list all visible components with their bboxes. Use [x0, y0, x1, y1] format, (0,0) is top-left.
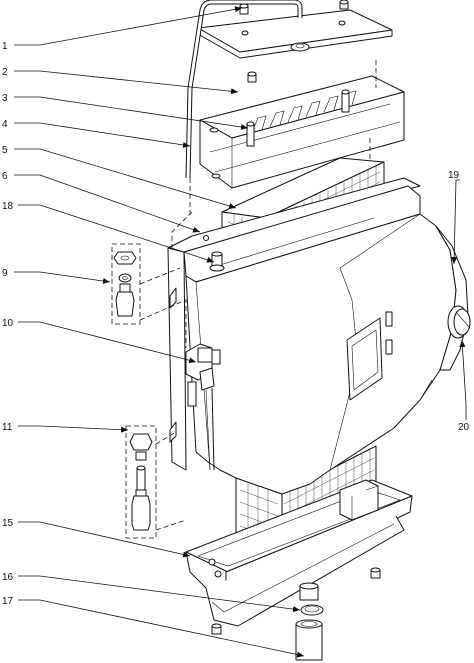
fitting-kit-9 — [111, 243, 141, 325]
callout-18: 18 — [2, 201, 14, 212]
callout-6: 6 — [2, 171, 8, 182]
leader-lines — [14, 6, 467, 658]
pan-screw-left — [211, 623, 222, 635]
callout-5: 5 — [2, 145, 8, 156]
callout-11: 11 — [2, 422, 13, 433]
damper-knob[interactable] — [447, 305, 471, 339]
callout-15: 15 — [2, 518, 14, 529]
callout-4: 4 — [2, 119, 8, 130]
distribution-tray — [199, 75, 405, 189]
fitting-kit-11-leader — [155, 431, 187, 531]
assembly-line-left — [171, 211, 193, 250]
fitting-kit-11 — [125, 425, 157, 539]
assembly-line-right — [369, 60, 377, 160]
callout-17: 17 — [2, 596, 14, 607]
callout-10: 10 — [2, 318, 14, 329]
callout-2: 2 — [2, 67, 8, 78]
callout-16: 16 — [2, 572, 14, 583]
cover-screw-left — [239, 3, 249, 15]
top-cover — [197, 9, 393, 59]
humidifier-cabinet — [167, 177, 457, 495]
cover-screw-right — [339, 0, 349, 10]
callout-9: 9 — [2, 268, 8, 279]
callout-19: 19 — [448, 170, 460, 181]
pan-screw-right — [370, 567, 381, 579]
water-pan — [185, 479, 413, 627]
callout-1: 1 — [2, 41, 8, 52]
cover-screw-lower — [247, 71, 257, 83]
callout-20: 20 — [458, 422, 470, 433]
feed-fitting — [209, 251, 225, 272]
feed-tube — [185, 0, 303, 179]
callout-3: 3 — [2, 93, 8, 104]
drain-spud — [295, 619, 323, 661]
fitting-kit-9-leader — [139, 267, 187, 348]
solenoid-valve — [185, 343, 221, 471]
hose-clamp — [300, 604, 324, 616]
